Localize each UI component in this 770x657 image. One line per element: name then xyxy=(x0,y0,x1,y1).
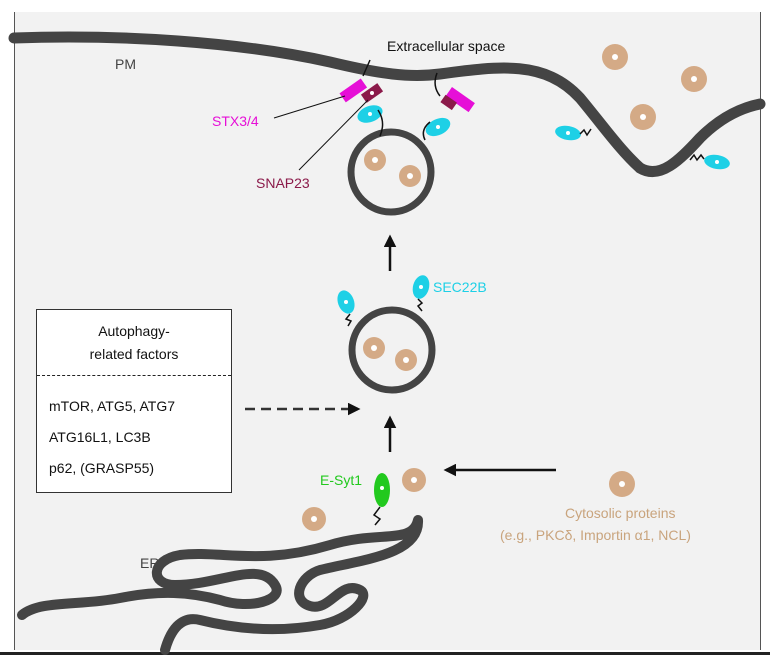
cytosolic-label: Cytosolic proteins xyxy=(565,505,676,521)
snap-pointer xyxy=(298,99,369,171)
snare-complex-left xyxy=(339,59,384,137)
autophagy-factors-box: Autophagy- related factors mTOR, ATG5, A… xyxy=(36,309,232,493)
box-item: ATG16L1, LC3B xyxy=(49,429,151,445)
vesicle-docked xyxy=(347,128,435,216)
stx-protein xyxy=(339,78,368,103)
box-title-line2: related factors xyxy=(89,346,179,362)
vesicle-sec22b xyxy=(337,275,430,327)
snap23-label: SNAP23 xyxy=(256,175,310,191)
box-item: p62, (GRASP55) xyxy=(49,460,155,476)
snap23-protein xyxy=(440,94,458,111)
box-divider xyxy=(37,375,231,376)
er-label: ER xyxy=(140,555,160,571)
cargo-protein-core xyxy=(372,157,378,163)
plasma-membrane xyxy=(8,31,766,178)
er-membrane xyxy=(17,515,423,655)
bottom-border xyxy=(0,652,770,655)
box-title-line1: Autophagy- xyxy=(98,323,170,339)
pm-sec22b-right xyxy=(555,125,730,170)
snare-complex-right xyxy=(422,72,475,141)
vesicle-middle xyxy=(348,306,436,394)
box-item: mTOR, ATG5, ATG7 xyxy=(49,398,176,414)
extracellular-label: Extracellular space xyxy=(387,38,506,54)
cytosolic-examples: (e.g., PKCδ, Importin α1, NCL) xyxy=(500,527,691,543)
box-title: Autophagy- related factors xyxy=(37,320,231,366)
stx-pointer xyxy=(273,95,346,119)
stx-label: STX3/4 xyxy=(212,113,259,129)
cargo-protein-core xyxy=(407,173,413,179)
sec22b-label: SEC22B xyxy=(433,279,487,295)
pm-label: PM xyxy=(115,56,136,72)
stx-protein xyxy=(445,87,475,113)
esyt1-label: E-Syt1 xyxy=(320,472,363,488)
extracellular-proteins xyxy=(602,44,707,130)
